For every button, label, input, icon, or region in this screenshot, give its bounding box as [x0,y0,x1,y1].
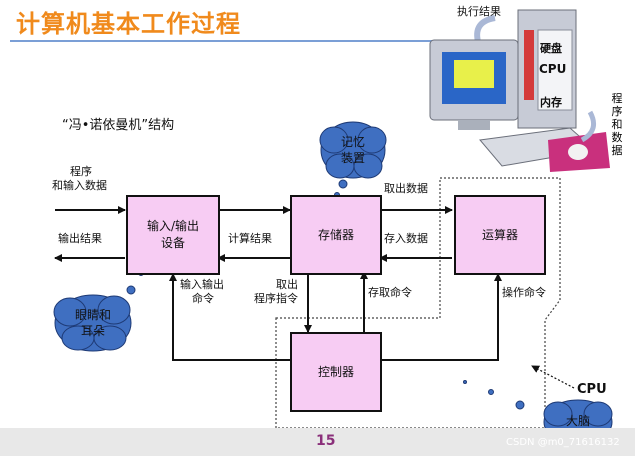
eyes-ears-text: 眼睛和 耳朵 [69,307,117,339]
fetch-data-label: 取出数据 [384,182,428,196]
cpu-label: CPU [577,382,607,397]
io-command-label: 输入输出 命令 [180,278,224,306]
output-result-label: 输出结果 [58,232,102,246]
watermark: CSDN @m0_71616132 [506,437,620,448]
control-box: 控制器 [290,332,382,412]
alu-box: 运算器 [454,195,546,275]
brain-text: 大脑 [558,413,598,429]
access-command-label: 存取命令 [368,286,412,300]
operate-command-label: 操作命令 [502,286,546,300]
memory-thought-text: 记忆 装置 [329,134,377,166]
fetch-instruction-label: 取出 程序指令 [254,278,298,306]
page-number: 15 [316,433,335,449]
store-data-label: 存入数据 [384,232,428,246]
memory-box: 存储器 [290,195,382,275]
program-input-label: 程序 和输入数据 [70,165,107,193]
compute-result-label: 计算结果 [228,232,272,246]
io-device-box: 输入/输出设备 [126,195,220,275]
